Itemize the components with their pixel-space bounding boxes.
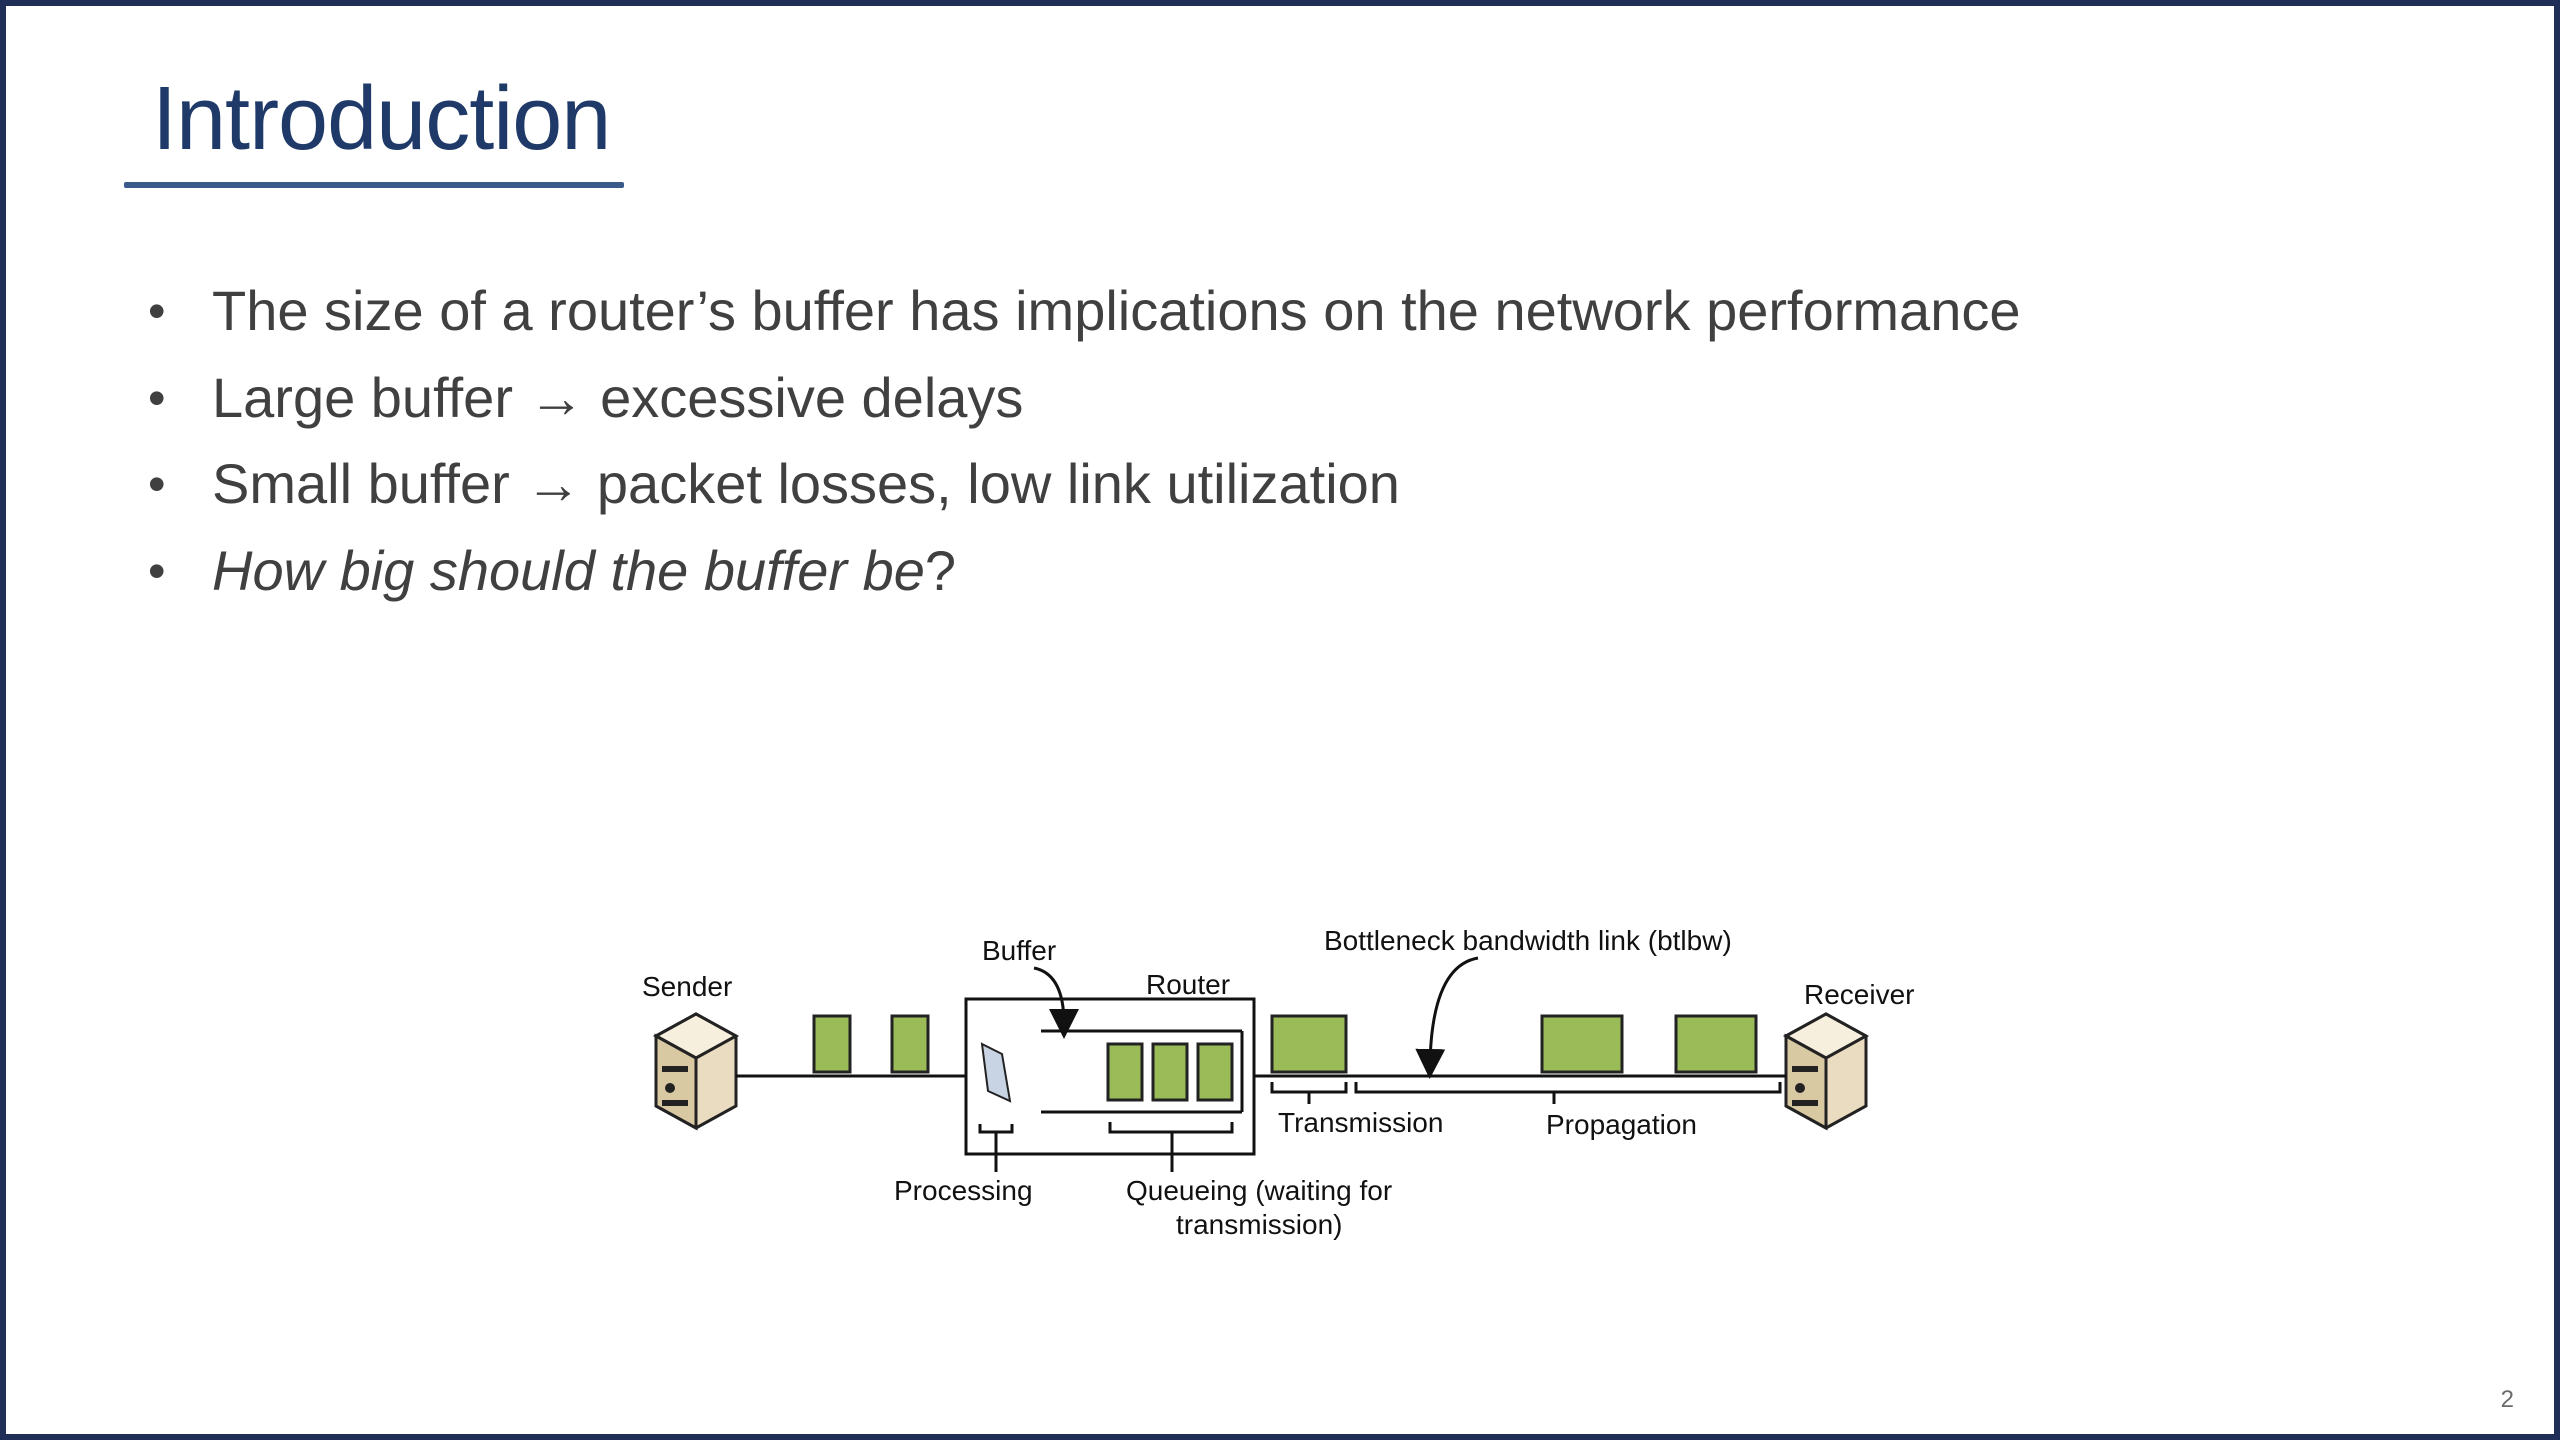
packet <box>890 1014 930 1074</box>
page-number: 2 <box>2500 1386 2514 1413</box>
bullet-dot-icon: • <box>148 542 166 599</box>
arrow-right-icon: → <box>528 365 585 429</box>
bottleneck-arrow <box>1415 956 1479 1079</box>
propagation-bracket <box>1354 1082 1782 1094</box>
transmission-bracket <box>1270 1082 1348 1094</box>
propagation-label: Propagation <box>1546 1109 1697 1140</box>
packet <box>1674 1014 1758 1074</box>
router-label: Router <box>1146 969 1230 1000</box>
bullet-text: Large buffer <box>212 365 529 429</box>
buffer-arrow <box>1033 966 1079 1039</box>
sender-server-icon <box>652 1012 740 1131</box>
bullet-item: • The size of a router’s buffer has impl… <box>146 268 2021 355</box>
bullet-item: • How big should the buffer be? <box>146 528 2021 615</box>
transmission-label: Transmission <box>1278 1107 1443 1138</box>
bullet-dot-icon: • <box>148 369 166 426</box>
processing-label: Processing <box>894 1175 1033 1206</box>
bullet-text: Small buffer <box>212 452 526 515</box>
packet <box>812 1014 852 1074</box>
network-diagram: Sender Receiver Router Buffer Bottleneck… <box>642 925 1914 1240</box>
queueing-label-cont: transmission) <box>1176 1209 1342 1240</box>
queued-packet <box>1196 1042 1234 1102</box>
slide-title: Introduction <box>152 69 611 169</box>
packet <box>1270 1014 1348 1074</box>
bullet-text: The size of a router’s buffer has implic… <box>212 279 2021 342</box>
queued-packet <box>1106 1042 1144 1102</box>
bullet-dot-icon: • <box>148 283 166 339</box>
bullet-text: excessive delays <box>584 365 1024 429</box>
bullet-text-italic: How big should the buffer be <box>212 538 925 602</box>
bullet-text: packet losses, low link utilization <box>581 452 1400 515</box>
sender-label: Sender <box>642 971 732 1002</box>
receiver-label: Receiver <box>1804 979 1914 1010</box>
packet <box>1540 1014 1624 1074</box>
bullet-item: • Large buffer → excessive delays <box>146 355 2021 442</box>
queueing-label: Queueing (waiting for <box>1126 1175 1392 1206</box>
receiver-server-icon <box>1782 1012 1870 1131</box>
slide: Introduction • The size of a router’s bu… <box>6 6 2554 1434</box>
bullet-dot-icon: • <box>148 456 166 512</box>
arrow-right-icon: → <box>525 452 582 515</box>
bullet-text: ? <box>924 538 957 602</box>
queued-packet <box>1151 1042 1189 1102</box>
title-underline <box>124 182 624 188</box>
processor-icon <box>980 1042 1012 1103</box>
bullet-item: • Small buffer → packet losses, low link… <box>146 441 2021 528</box>
bullet-list: • The size of a router’s buffer has impl… <box>146 268 2021 614</box>
buffer-label: Buffer <box>982 935 1056 966</box>
bottleneck-label: Bottleneck bandwidth link (btlbw) <box>1324 925 1732 956</box>
